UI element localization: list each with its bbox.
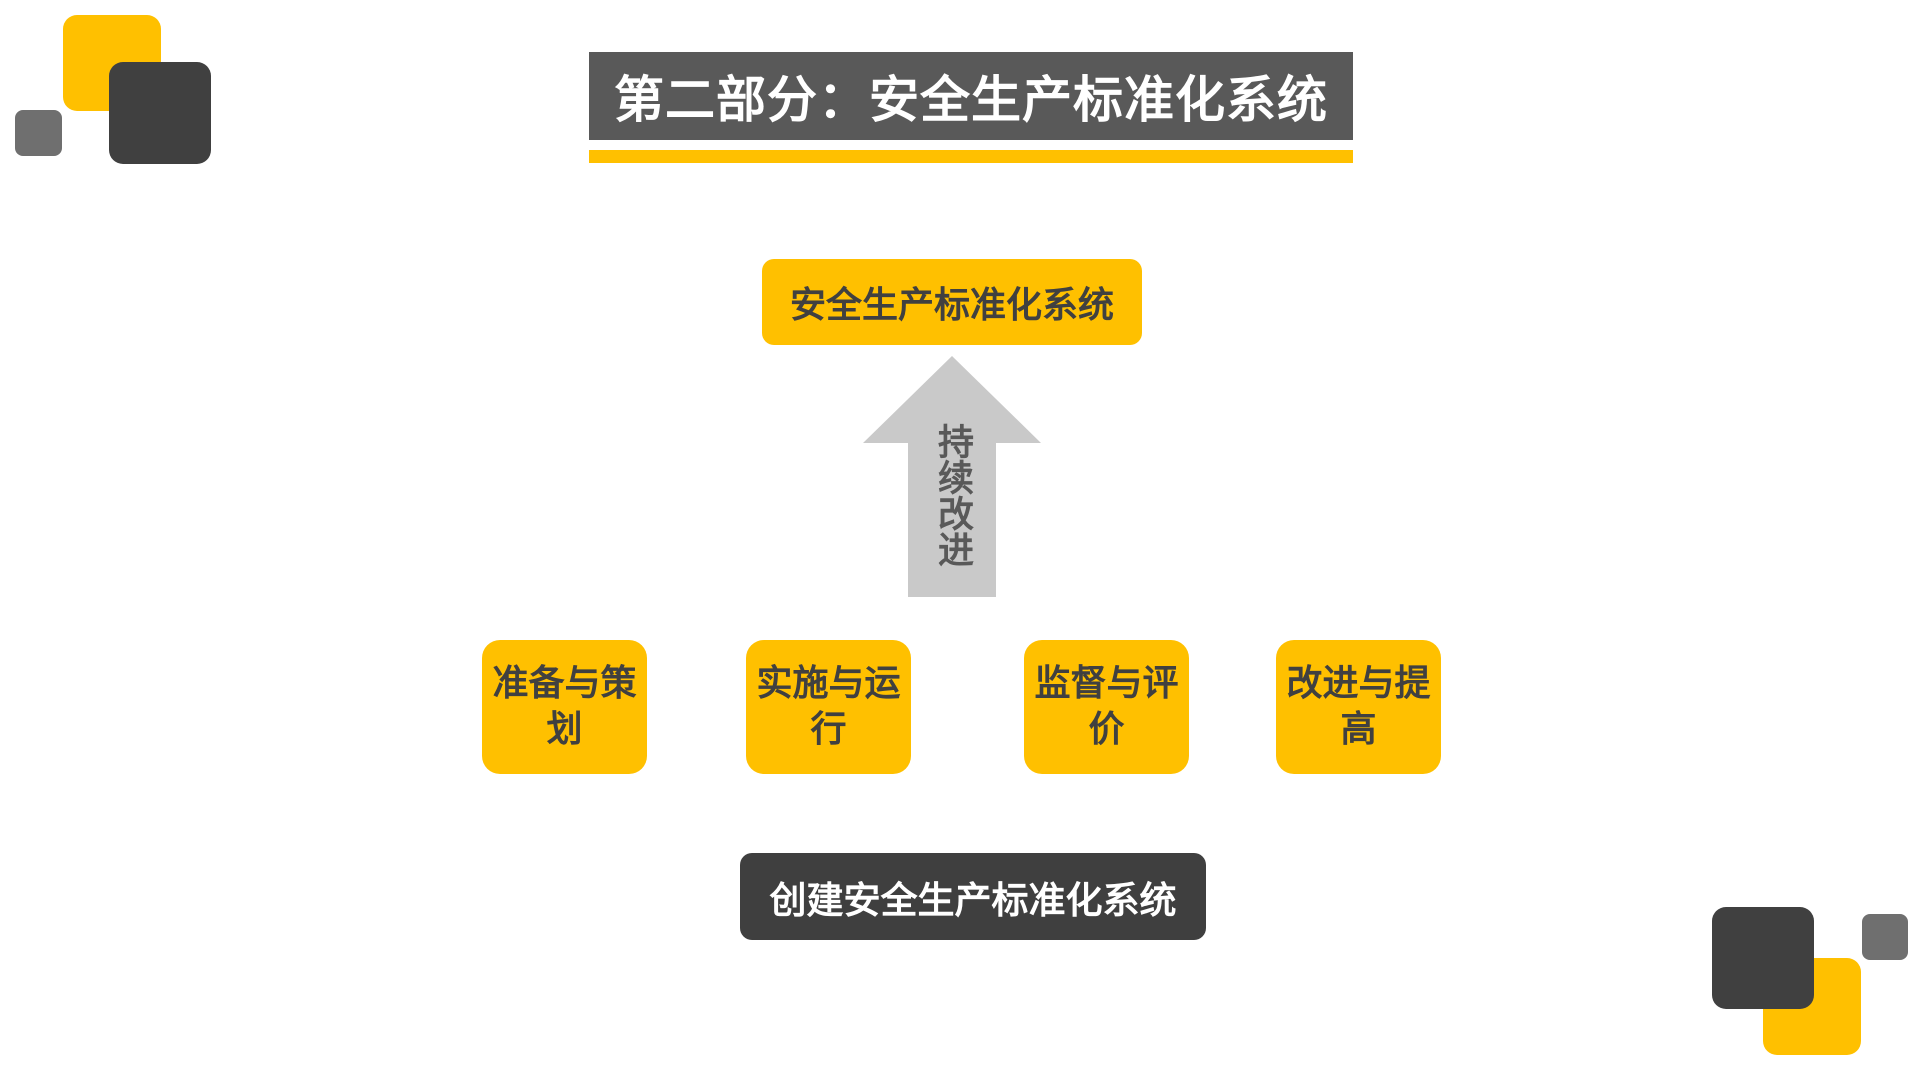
decor-square-small-bottom <box>1862 914 1908 960</box>
title-banner: 第二部分：安全生产标准化系统 <box>589 52 1353 163</box>
foundation-box: 创建安全生产标准化系统 <box>740 853 1206 940</box>
decor-square-dark-top <box>109 62 211 164</box>
title-underline <box>589 150 1353 163</box>
decor-square-dark-bottom <box>1712 907 1814 1009</box>
step-box-monitor: 监督与评价 <box>1024 640 1189 774</box>
step-box-implement: 实施与运行 <box>746 640 911 774</box>
goal-box: 安全生产标准化系统 <box>762 259 1142 345</box>
up-arrow-icon <box>863 356 1041 597</box>
page-title: 第二部分：安全生产标准化系统 <box>589 52 1353 140</box>
arrow-label: 持续改进 <box>932 423 973 567</box>
decor-square-small-top <box>15 110 62 156</box>
step-box-improve: 改进与提高 <box>1276 640 1441 774</box>
step-box-prepare: 准备与策划 <box>482 640 647 774</box>
